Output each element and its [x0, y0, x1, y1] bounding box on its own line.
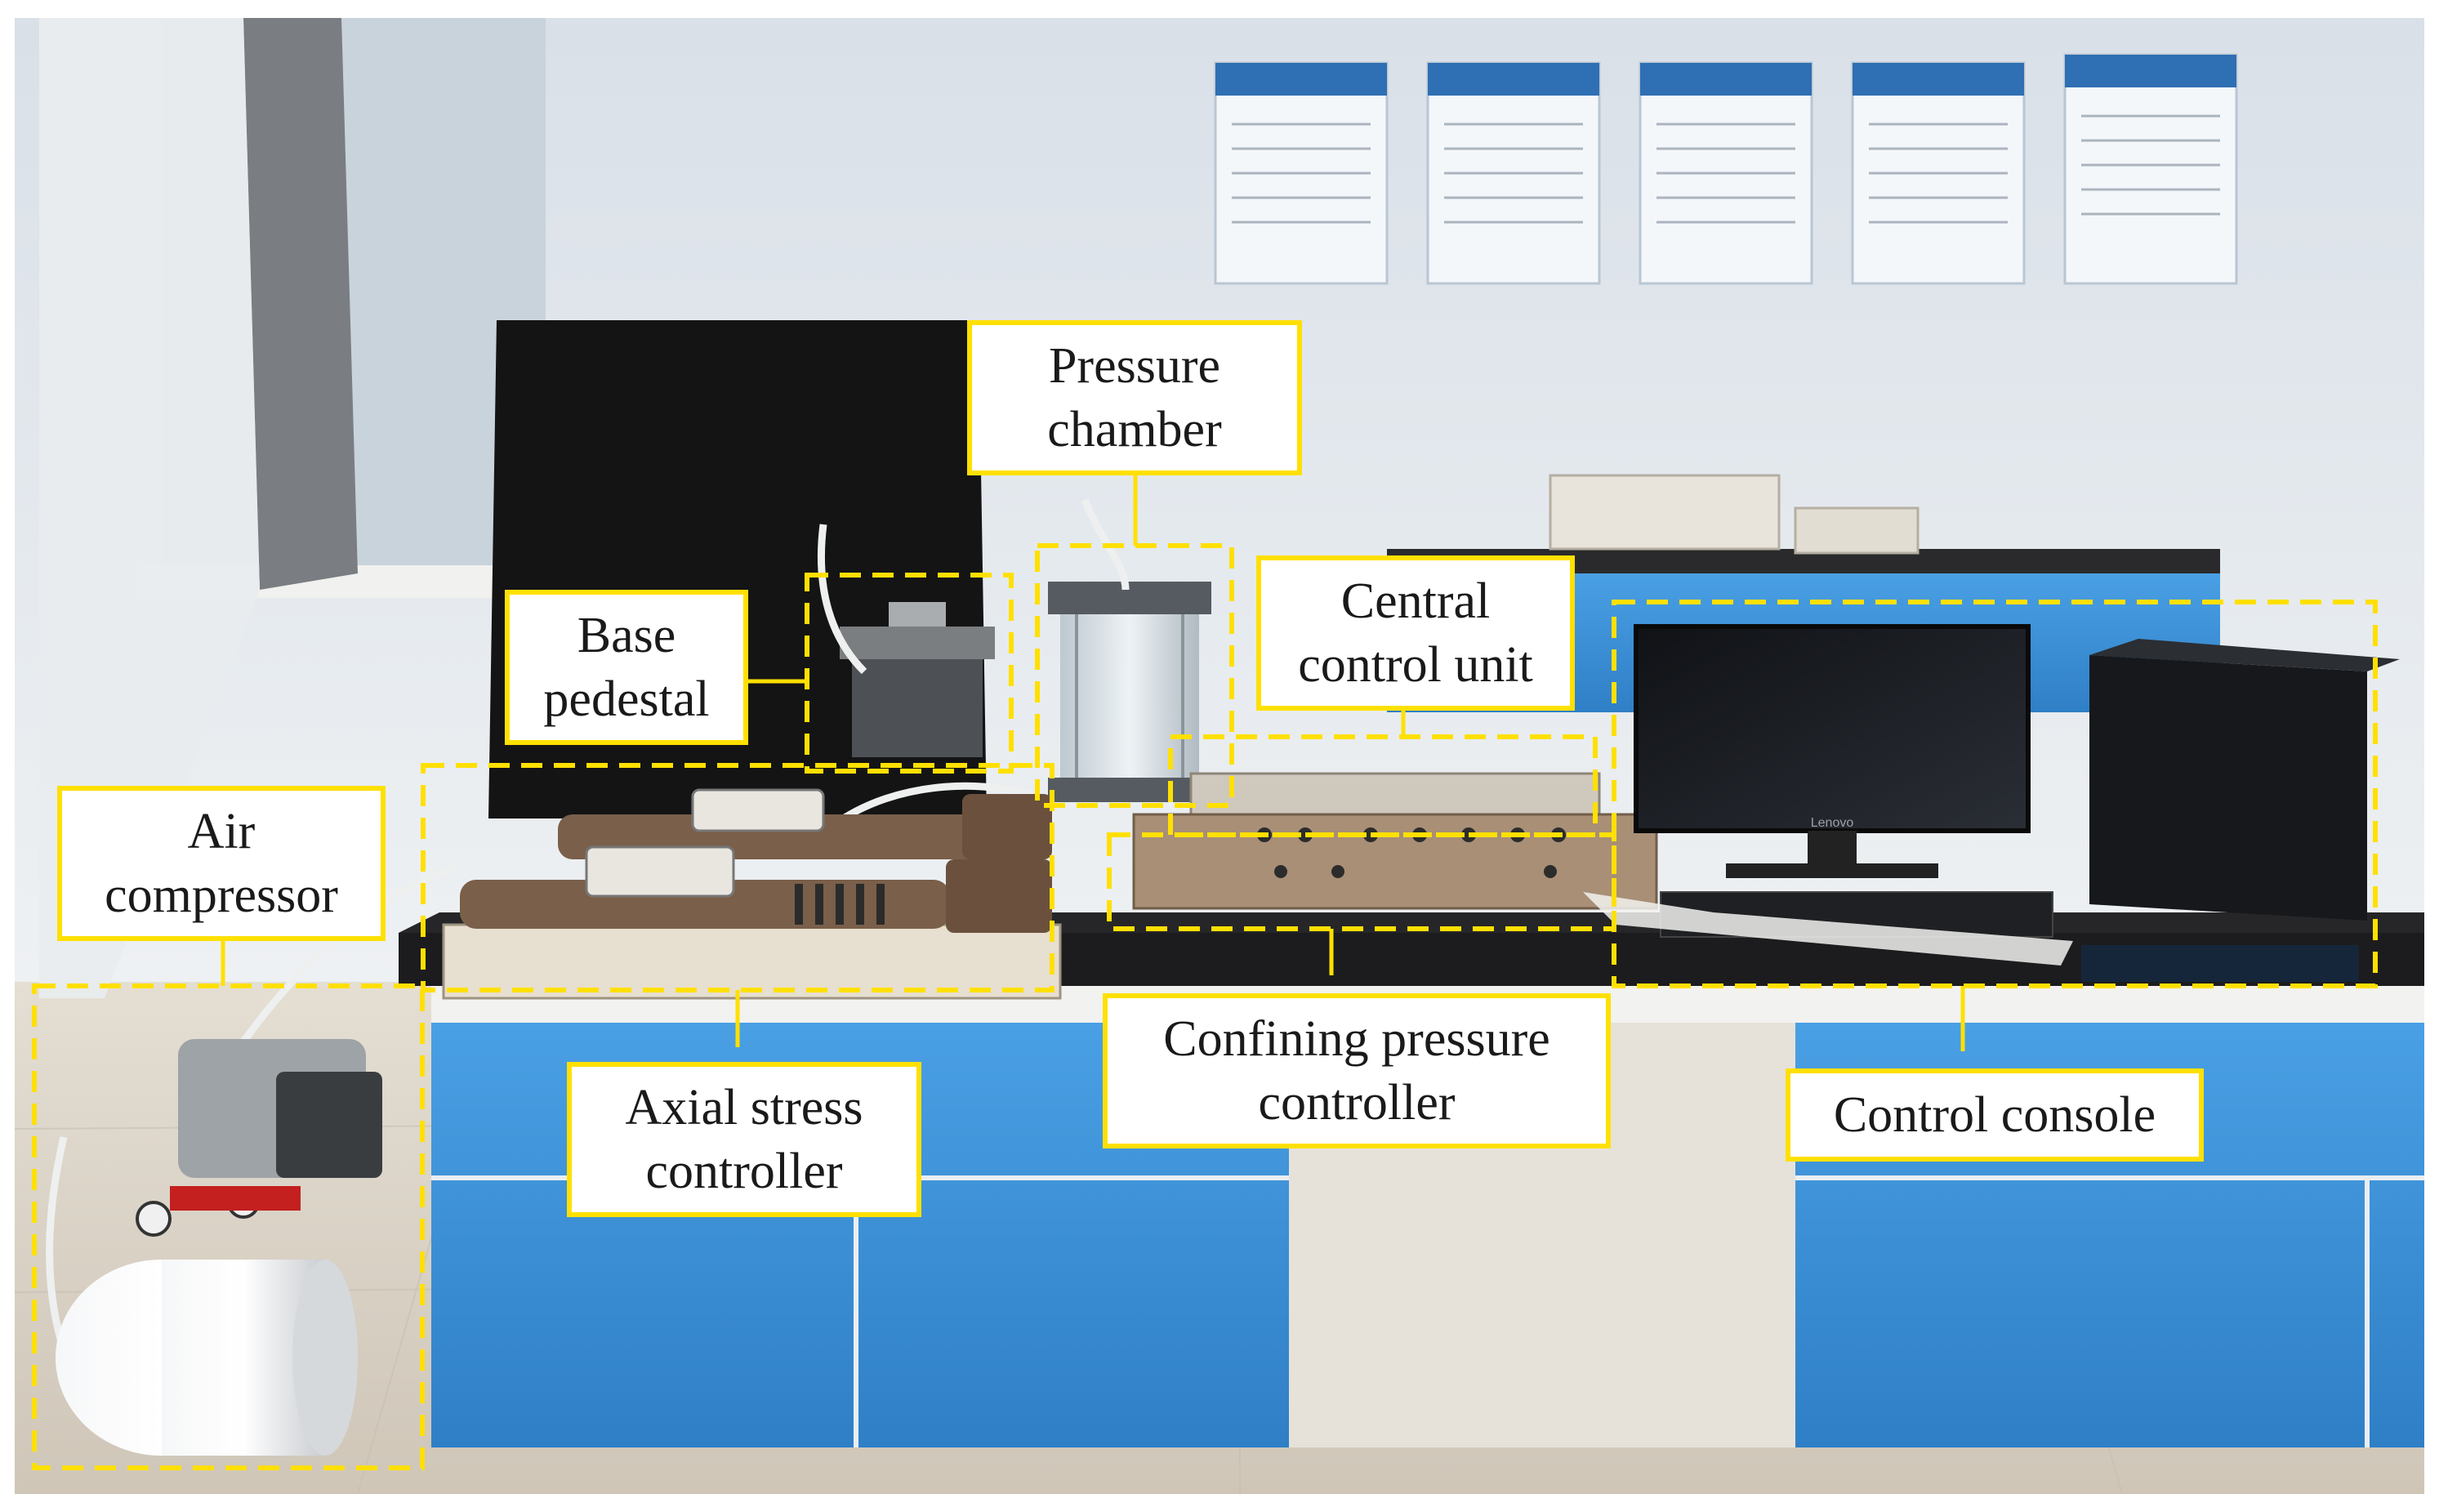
label-base-pedestal-line2: pedestal [543, 671, 710, 727]
label-base-pedestal: Base pedestal [505, 590, 748, 745]
lab-photo: Lenovo [15, 18, 2424, 1494]
label-air-compressor-line1: Air [187, 804, 256, 859]
label-base-pedestal-line1: Base [577, 608, 676, 663]
lab-scene-illustration: Lenovo [15, 18, 2424, 1494]
label-axial-stress-controller: Axial stress controller [567, 1062, 921, 1217]
label-air-compressor: Air compressor [57, 786, 386, 941]
label-confining-pressure-controller-line2: controller [1258, 1075, 1456, 1131]
region-axial-stress-controller [421, 763, 1055, 992]
curtain-sheer [39, 18, 260, 998]
pressure-chamber-equipment [1048, 582, 1211, 802]
label-central-control-unit-line1: Central [1340, 573, 1491, 629]
label-central-control-unit: Central control unit [1256, 555, 1575, 711]
base-pedestal-equipment [840, 602, 995, 757]
air-compressor-equipment [56, 1039, 382, 1456]
label-pressure-chamber-line1: Pressure [1048, 338, 1221, 394]
label-control-console: Control console [1786, 1068, 2204, 1162]
label-central-control-unit-line2: control unit [1298, 637, 1533, 693]
label-axial-stress-controller-line1: Axial stress [625, 1080, 863, 1135]
region-confining-pressure-controller [1107, 832, 1616, 931]
region-control-console [1612, 600, 2378, 988]
region-air-compressor [32, 983, 425, 1470]
label-pressure-chamber: Pressure chamber [967, 320, 1302, 475]
control-console-equipment: Lenovo [1583, 624, 2400, 982]
label-pressure-chamber-line2: chamber [1047, 402, 1222, 457]
axial-stress-controller-equipment [442, 788, 1062, 1000]
label-air-compressor-line2: compressor [105, 868, 338, 923]
central-control-equipment [1132, 772, 1658, 910]
back-instrument-1 [1549, 474, 1781, 551]
back-instrument-2 [1794, 506, 1920, 555]
curtain [243, 18, 358, 590]
wall-posters [1214, 53, 2238, 285]
annotation-regions [32, 543, 2378, 1470]
tubing [46, 498, 1130, 1393]
region-base-pedestal [805, 573, 1014, 774]
monitor-brand: Lenovo [1811, 816, 1854, 830]
label-confining-pressure-controller-line1: Confining pressure [1163, 1011, 1550, 1067]
label-axial-stress-controller-line2: controller [645, 1144, 843, 1199]
label-confining-pressure-controller: Confining pressure controller [1103, 993, 1611, 1148]
label-control-console-line1: Control console [1833, 1087, 2156, 1143]
